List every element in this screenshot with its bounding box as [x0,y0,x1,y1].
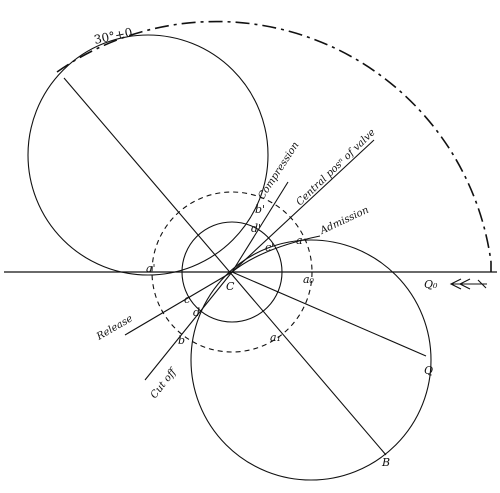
point-c-lower: c [184,293,190,306]
point-a0: a₀ [303,273,315,286]
admission-curve [231,235,321,273]
compression-line [231,181,289,273]
cut-off-line [144,271,233,381]
point-d: d [193,306,200,319]
direction-arrow-icon [449,278,487,290]
release-line [124,271,233,336]
outer-crank-arc [56,20,492,272]
label-release: Release [94,313,135,343]
label-central-position: Central posⁿ of valve [294,127,377,208]
point-q0: Q₀ [424,278,438,291]
lap-circle-dashed [151,191,313,353]
point-a-prime: a' [146,262,156,275]
label-admission: Admission [318,205,371,237]
point-c-center: C [226,280,235,293]
point-b: b [178,334,185,347]
central-position-line [231,139,375,273]
point-a1: a₁ [270,331,281,344]
inner-lap-circle [181,221,283,323]
lower-valve-circle [190,239,432,481]
crank-line-cq [231,271,427,357]
point-a: a [296,234,303,247]
arc-label: 30°+0 [93,25,134,47]
point-b-large: B [381,456,390,469]
crank-diameter-line [63,77,387,456]
point-c-prime: c' [265,241,274,254]
point-d-prime: d' [251,222,261,235]
point-b-prime: b' [255,203,265,216]
point-q: Q [424,364,433,377]
label-cut-off: Cut off [149,365,180,400]
label-compression: Compression [256,140,301,202]
upper-valve-circle [27,34,269,276]
